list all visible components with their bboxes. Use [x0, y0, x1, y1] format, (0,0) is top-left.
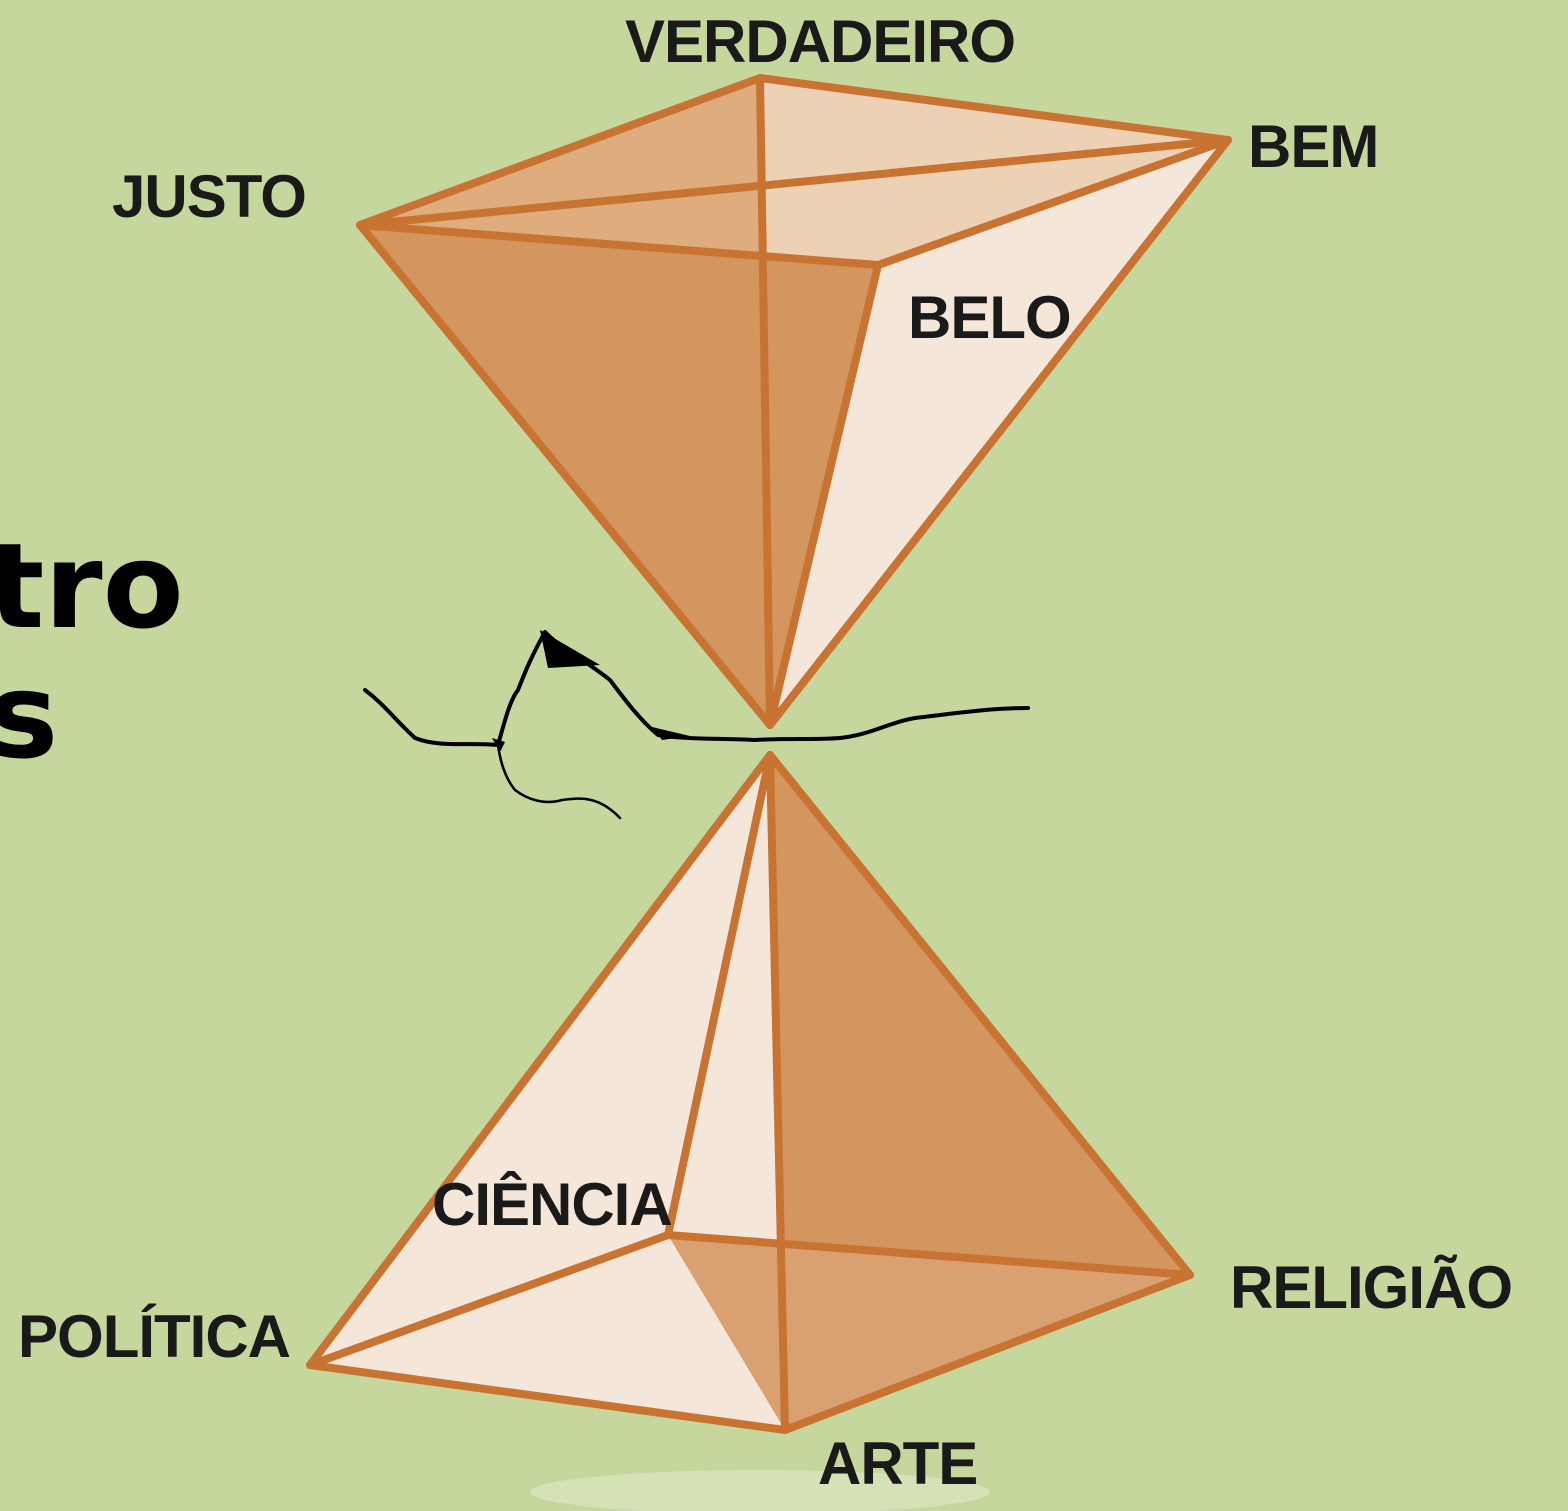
lower-edge-religiao — [766, 751, 1194, 1279]
upper-top-face — [360, 78, 1228, 265]
lower-edge-ciencia — [664, 751, 774, 1239]
label-politica: POLÍTICA — [18, 1303, 290, 1370]
upper-edge-verdadeiro — [756, 74, 774, 729]
crack-wedge-small — [652, 727, 690, 740]
upper-face-front-left — [360, 225, 878, 725]
upper-edge-diagonal — [356, 136, 1232, 229]
label-arte: ARTE — [818, 1430, 977, 1497]
label-bem: BEM — [1248, 113, 1378, 180]
upper-edge-bem — [766, 136, 1232, 729]
big-text-line-1: tro — [0, 517, 184, 655]
label-religiao: RELIGIÃO — [1230, 1254, 1512, 1321]
upper-pyramid — [356, 74, 1232, 729]
lower-base-face-right — [668, 1235, 1190, 1430]
crack-branch — [496, 743, 622, 820]
big-text-line-2: s — [0, 647, 58, 785]
crack-node — [492, 738, 505, 752]
crack-line — [363, 630, 1030, 820]
label-justo: JUSTO — [112, 163, 306, 230]
base-shadow — [530, 1470, 990, 1511]
label-ciencia: CIÊNCIA — [432, 1171, 672, 1238]
label-verdadeiro: VERDADEIRO — [625, 8, 1015, 75]
crack-wedge — [540, 630, 600, 668]
upper-edge-belo — [766, 261, 882, 729]
lower-edge-politica — [306, 751, 774, 1369]
crack-main — [363, 630, 1030, 747]
lower-pyramid — [306, 751, 1194, 1434]
label-belo: BELO — [908, 284, 1071, 351]
upper-edge-justo — [356, 221, 774, 729]
lower-edge-arte — [766, 751, 789, 1434]
